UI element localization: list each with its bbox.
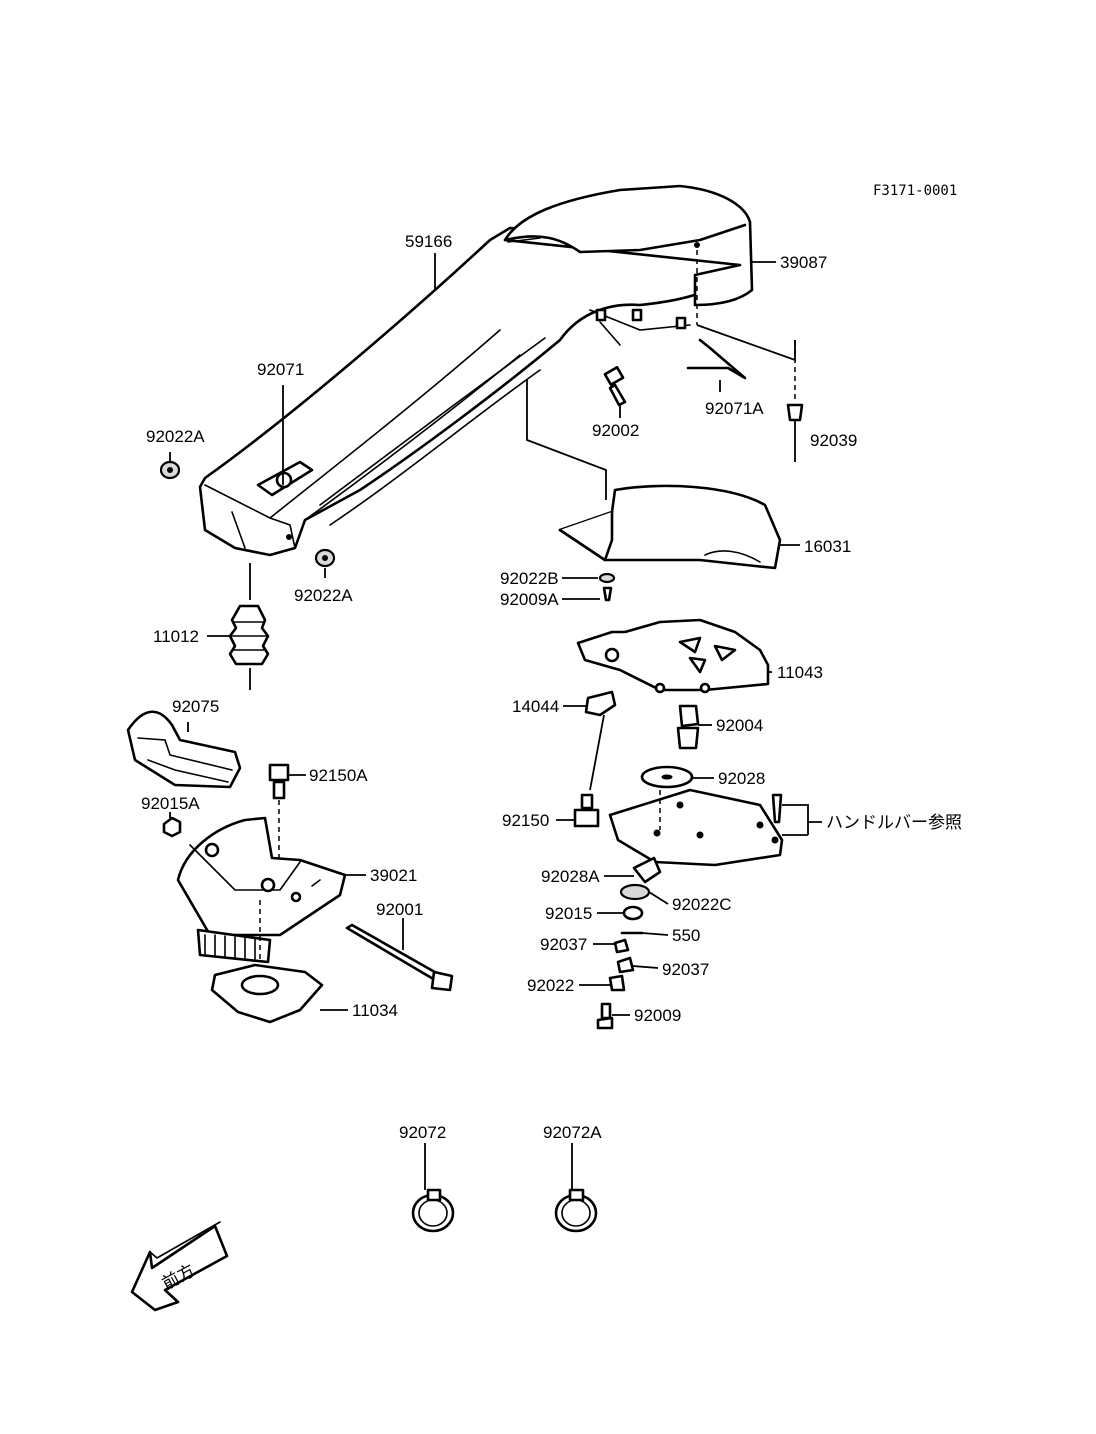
label-92071A: 92071A (705, 399, 764, 418)
label-92037-right: 92037 (662, 960, 709, 979)
label-92015: 92015 (545, 904, 592, 923)
label-550: 550 (672, 926, 700, 945)
bolt-92001 (345, 923, 454, 992)
label-92022A-left: 92022A (146, 427, 205, 446)
pole-mount-tabs (595, 308, 687, 330)
rivet-handlebar (771, 793, 783, 824)
cover-16031 (558, 484, 782, 570)
shaft-92004 (676, 704, 700, 750)
figure-code: F3171-0001 (873, 183, 957, 199)
label-39087: 39087 (780, 253, 827, 272)
lower-plate (608, 788, 784, 867)
clip-14044 (584, 690, 617, 717)
nut-92015A (162, 816, 182, 838)
label-92072A: 92072A (543, 1123, 602, 1142)
label-92015A: 92015A (141, 794, 200, 813)
bracket-39021 (176, 816, 347, 964)
label-92037-left: 92037 (540, 935, 587, 954)
clip-92037-b (616, 956, 635, 974)
pad-92075 (126, 710, 242, 789)
bolt-92150A (268, 763, 290, 860)
bolt-92150 (573, 793, 600, 828)
label-14044: 14044 (512, 697, 559, 716)
cover-39087 (503, 184, 754, 325)
leader-pole-to-16031 (526, 380, 607, 500)
label-92022C: 92022C (672, 895, 732, 914)
label-92022A-right: 92022A (294, 586, 353, 605)
washer-92022B (598, 572, 616, 584)
label-59166: 59166 (405, 232, 452, 251)
label-92009: 92009 (634, 1006, 681, 1025)
clamp-92072A (554, 1188, 598, 1233)
label-92022B: 92022B (500, 569, 559, 588)
bolt-92002 (603, 366, 627, 418)
label-92028: 92028 (718, 769, 765, 788)
nut-92015 (622, 905, 644, 921)
plate-11043 (576, 618, 770, 694)
label-92028A: 92028A (541, 867, 600, 886)
label-92004: 92004 (716, 716, 763, 735)
label-92001: 92001 (376, 900, 423, 919)
spacer-92022 (608, 974, 626, 992)
front-direction-arrow: 前方 (130, 1221, 229, 1312)
label-92002: 92002 (592, 421, 639, 440)
label-92150A: 92150A (309, 766, 368, 785)
washer-92028A (632, 856, 662, 884)
screw-92009 (596, 1002, 614, 1030)
leader-lines (169, 253, 822, 1190)
label-11034: 11034 (352, 1001, 398, 1020)
label-92071: 92071 (257, 360, 304, 379)
label-92072: 92072 (399, 1123, 446, 1142)
clamp-92072 (411, 1188, 455, 1233)
label-handlebar-ref: ハンドルバー参照 (826, 813, 962, 832)
boot-11012 (228, 563, 270, 690)
label-92009A: 92009A (500, 590, 559, 609)
label-92039: 92039 (810, 431, 857, 450)
plate-11034 (210, 963, 324, 1024)
bracket-92071A (686, 338, 747, 380)
label-92150: 92150 (502, 811, 549, 830)
label-92075: 92075 (172, 697, 219, 716)
washer-92022C (619, 883, 651, 901)
label-39021: 39021 (370, 866, 417, 885)
label-16031: 16031 (804, 537, 851, 556)
label-11012: 11012 (153, 627, 199, 646)
label-11043: 11043 (777, 663, 823, 682)
screw-92009A (602, 586, 613, 602)
clip-92037-a (613, 938, 630, 954)
label-92022: 92022 (527, 976, 574, 995)
